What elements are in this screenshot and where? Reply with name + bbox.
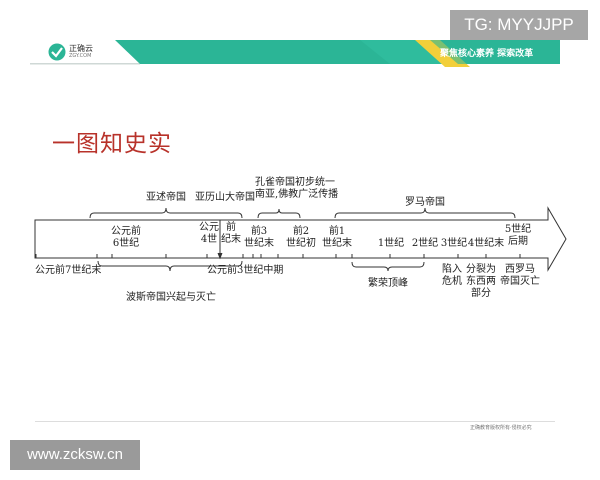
page-title: 一图知史实 — [52, 131, 172, 157]
brace-persia — [97, 260, 243, 272]
footer-copyright: 正确教育版权所有·侵权必究 — [470, 425, 532, 431]
period-5th-century-late: 5世纪后期 — [504, 224, 532, 247]
footer-divider — [35, 421, 555, 422]
label-split: 分裂为东西两部分 — [466, 264, 496, 299]
header-banner — [30, 40, 560, 67]
timeline-arrow — [34, 206, 567, 272]
watermark-top-right: TG: MYYJJPP — [450, 10, 588, 40]
tick-marks — [35, 254, 521, 258]
brace-rome — [334, 207, 516, 219]
period-4th-century-end: 4世纪末 — [467, 238, 505, 249]
label-crisis: 陷入危机 — [442, 264, 462, 287]
timeline-diagram — [34, 206, 567, 272]
label-west-rome-fall: 西罗马帝国灭亡 — [500, 264, 540, 287]
label-alexander: 亚历山大帝国 — [195, 192, 255, 203]
period-1st-century: 1世纪 — [377, 238, 405, 249]
period-3rd-century: 3世纪 — [440, 238, 468, 249]
logo-name: 正确云 — [69, 44, 93, 53]
label-3rd-bc-mid: 公元前3世纪中期 — [207, 265, 284, 276]
watermark-bottom-left: www.zcksw.cn — [10, 440, 140, 470]
logo-domain: ZGY.COM — [69, 53, 92, 59]
label-peak: 繁荣顶峰 — [368, 278, 408, 289]
period-4th-bc-right: 前纪末 — [221, 222, 241, 245]
period-2nd-century: 2世纪 — [411, 238, 439, 249]
brace-maurya — [257, 208, 301, 219]
brace-peak — [351, 261, 425, 272]
banner-slogan: 聚焦核心素养 探索改革 — [440, 49, 534, 59]
label-persia: 波斯帝国兴起与灭亡 — [126, 292, 216, 303]
label-maurya: 孔雀帝国初步统一南亚,佛教广泛传播 — [255, 177, 339, 200]
brace-assyria — [89, 207, 243, 219]
label-7th-bc-end: 公元前7世纪末 — [35, 265, 102, 276]
label-assyria: 亚述帝国 — [146, 192, 186, 203]
label-rome: 罗马帝国 — [405, 197, 445, 208]
cloud-check-logo-icon — [48, 43, 66, 61]
